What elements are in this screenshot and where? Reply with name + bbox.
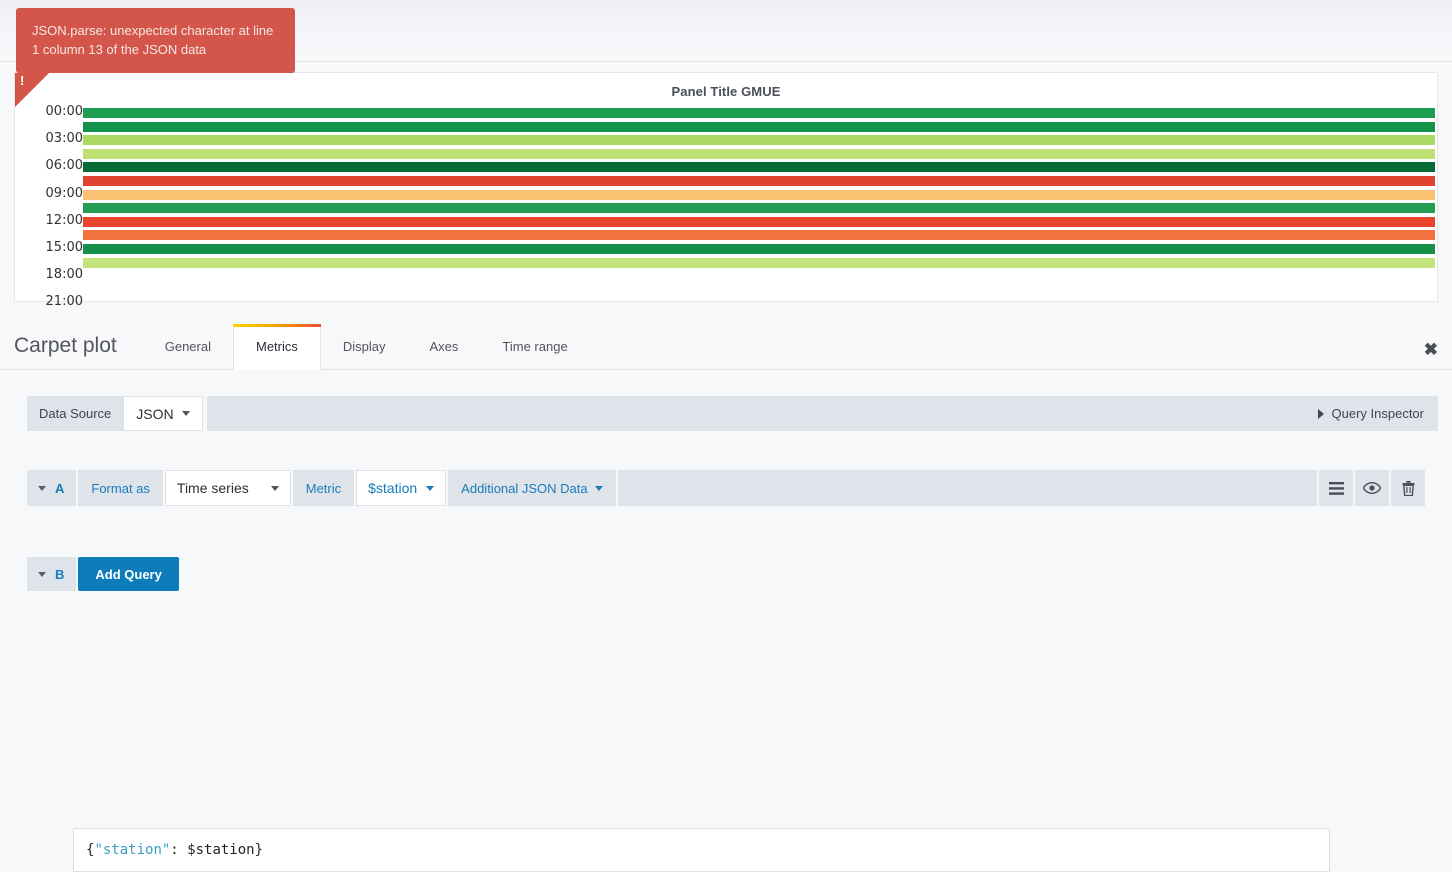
carpet-bar <box>83 108 1435 118</box>
menu-icon[interactable] <box>1319 470 1353 506</box>
additional-json-data-input[interactable]: {"station": $station} <box>73 828 1330 872</box>
format-as-label[interactable]: Format as <box>78 470 163 506</box>
tab-time-range[interactable]: Time range <box>502 339 568 354</box>
error-tooltip-arrow <box>20 67 38 79</box>
add-query-button[interactable]: Add Query <box>78 557 179 591</box>
format-as-select[interactable]: Time series <box>164 470 291 506</box>
close-editor-button[interactable]: ✖ <box>1423 340 1438 359</box>
tab-general[interactable]: General <box>164 339 211 354</box>
datasource-label: Data Source <box>27 396 124 431</box>
carpet-y-tick-label: 03:00 <box>45 131 83 147</box>
carpet-bars <box>83 101 1435 301</box>
query-inspector-label: Query Inspector <box>1331 406 1425 421</box>
metric-label[interactable]: Metric <box>292 470 355 506</box>
eye-icon[interactable] <box>1355 470 1389 506</box>
datasource-value: JSON <box>136 405 174 422</box>
json-key: "station" <box>94 842 171 858</box>
datasource-select[interactable]: JSON <box>123 396 203 431</box>
carpet-bar <box>83 216 1435 227</box>
tab-axes[interactable]: Axes <box>429 339 459 354</box>
datasource-row-filler <box>206 396 1425 431</box>
graph-panel: ! Panel Title GMUE 00:00 03:00 06:00 09:00 1… <box>14 72 1439 309</box>
carpet-bar <box>83 257 1435 268</box>
tab-display[interactable]: Display <box>342 339 386 354</box>
chevron-down-icon <box>270 485 279 491</box>
query-inspector-button[interactable]: Query Inspector <box>1303 396 1438 431</box>
carpet-bar <box>83 244 1435 254</box>
chevron-down-icon <box>181 411 190 416</box>
query-a-row-filler <box>617 470 1317 506</box>
carpet-y-axis: 00:00 03:00 06:00 09:00 12:00 15:00 18:00 21:00 <box>15 101 83 309</box>
query-row-a: A Format as Time series Metric $station … <box>27 470 1425 506</box>
chevron-down-icon <box>426 485 435 491</box>
carpet-y-tick-label: 09:00 <box>45 185 83 201</box>
query-b-letter: B <box>55 566 65 582</box>
panel-error-exclamation: ! <box>20 73 25 88</box>
editor-tab-bar: Carpet plot General Metrics Display Axes… <box>0 318 1452 370</box>
datasource-row: Data Source JSON <box>27 396 1425 431</box>
carpet-y-tick-label: 06:00 <box>45 158 83 174</box>
carpet-bar <box>83 203 1435 214</box>
panel-title: Panel Title GMUE <box>671 84 781 99</box>
error-tooltip: JSON.parse: unexpected character at line… <box>16 8 295 73</box>
carpet-bar <box>83 176 1435 186</box>
carpet-bar <box>83 162 1435 173</box>
carpet-bar <box>83 148 1435 159</box>
query-b-collapse-handle[interactable]: B <box>27 557 77 591</box>
format-as-value: Time series <box>176 480 249 496</box>
chevron-down-icon <box>38 485 46 491</box>
carpet-bar <box>83 135 1435 146</box>
additional-json-data-label: Additional JSON Data <box>461 480 588 496</box>
query-a-letter: A <box>55 480 65 496</box>
chevron-down-icon <box>38 571 46 577</box>
carpet-y-tick-label: 00:00 <box>45 104 83 119</box>
carpet-y-tick-label: 15:00 <box>45 240 83 255</box>
json-brace-open: { <box>86 842 95 858</box>
chevron-down-icon <box>594 485 603 491</box>
metric-value: $station <box>368 480 418 496</box>
additional-json-data-toggle[interactable]: Additional JSON Data <box>448 470 616 506</box>
carpet-y-tick-label: 21:00 <box>45 294 83 310</box>
carpet-bar <box>83 230 1435 241</box>
carpet-y-tick-label: 18:00 <box>45 267 83 283</box>
editor-title: Carpet plot <box>14 334 117 357</box>
query-row-b: B Add Query <box>27 557 179 591</box>
carpet-bar <box>83 121 1435 132</box>
tab-metrics[interactable]: Metrics <box>232 324 321 370</box>
chevron-right-icon <box>1317 408 1324 419</box>
trash-icon[interactable] <box>1391 470 1425 506</box>
panel-editor: Carpet plot General Metrics Display Axes… <box>0 318 1452 872</box>
carpet-bar <box>83 189 1435 200</box>
metric-select[interactable]: $station <box>356 470 447 506</box>
carpet-y-tick-label: 12:00 <box>45 212 83 228</box>
json-value: : $station} <box>170 842 264 858</box>
query-a-collapse-handle[interactable]: A <box>27 470 77 506</box>
carpet-plot: 00:00 03:00 06:00 09:00 12:00 15:00 18:00 21:00 <box>15 101 1439 309</box>
